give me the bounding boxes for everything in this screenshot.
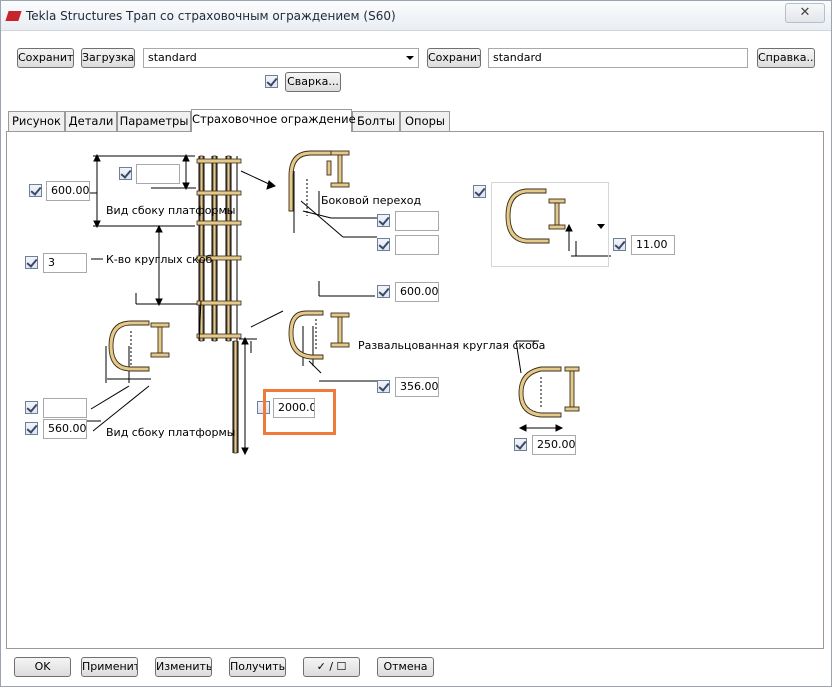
close-button[interactable]: ✕	[785, 3, 825, 23]
f600-mid-field[interactable]: 600.00	[395, 282, 439, 302]
label-side-view-top: Вид сбоку платформы	[106, 204, 236, 217]
save-as-button[interactable]: Сохранить как	[427, 48, 481, 68]
trans2-checkbox[interactable]	[377, 238, 390, 251]
window-title: Tekla Structures Трап со страховочным ог…	[26, 9, 396, 23]
top-blank-field[interactable]	[136, 164, 180, 184]
label-round-count: К-во круглых скоб	[106, 253, 213, 266]
highlight-box	[263, 389, 336, 435]
label-side-view-bottom: Вид сбоку платформы	[106, 426, 236, 439]
tab-supports[interactable]: Опоры	[400, 111, 450, 131]
preview-image-frame	[491, 182, 609, 267]
trans1-field[interactable]	[395, 211, 439, 231]
f356-field[interactable]: 356.00	[395, 377, 439, 397]
f560-field[interactable]: 560.00	[43, 419, 87, 439]
help-button[interactable]: Справка...	[757, 48, 815, 68]
tab-picture[interactable]: Рисунок	[8, 111, 65, 131]
top-blank-checkbox[interactable]	[119, 167, 132, 180]
ok-button[interactable]: OK	[14, 657, 71, 677]
tab-parts[interactable]: Детали	[65, 111, 117, 131]
label-side-transition: Боковой переход	[321, 194, 422, 207]
f250-checkbox[interactable]	[514, 438, 527, 451]
tab-parameters[interactable]: Параметры	[117, 111, 191, 131]
get-button[interactable]: Получить	[229, 657, 286, 677]
f2000-field[interactable]: 2000.00	[273, 398, 315, 418]
weld-button[interactable]: Сварка...	[285, 72, 341, 92]
modify-button[interactable]: Изменить	[155, 657, 212, 677]
f560-checkbox[interactable]	[25, 422, 38, 435]
bottom-blank-checkbox[interactable]	[25, 401, 38, 414]
f356-checkbox[interactable]	[377, 380, 390, 393]
bottom-blank-field[interactable]	[43, 398, 87, 418]
save-button[interactable]: Сохранить	[17, 48, 74, 68]
count-checkbox[interactable]	[25, 256, 38, 269]
apply-button[interactable]: Применить	[81, 657, 138, 677]
trans2-field[interactable]	[395, 235, 439, 255]
preset-combo-value: standard	[148, 51, 197, 64]
f250-field[interactable]: 250.00	[532, 435, 576, 455]
f11-field[interactable]: 11.00	[631, 235, 675, 255]
count-field[interactable]: 3	[43, 253, 87, 273]
f600-mid-checkbox[interactable]	[377, 285, 390, 298]
chevron-down-icon	[406, 56, 414, 60]
weld-checkbox[interactable]	[265, 75, 278, 88]
toggle-all-button[interactable]: ✓ / ☐	[303, 657, 360, 677]
trans1-checkbox[interactable]	[377, 214, 390, 227]
tab-safety-cage[interactable]: Страховочное ограждение	[191, 109, 356, 132]
f600-left-checkbox[interactable]	[29, 184, 42, 197]
save-as-name-field[interactable]: standard	[488, 48, 748, 68]
preview-checkbox[interactable]	[473, 185, 486, 198]
f11-checkbox[interactable]	[613, 238, 626, 251]
cancel-button[interactable]: Отмена	[377, 657, 434, 677]
title-bar: Tekla Structures Трап со страховочным ог…	[1, 1, 831, 31]
load-button[interactable]: Загрузка	[81, 48, 135, 68]
tab-bolts[interactable]: Болты	[352, 111, 400, 131]
preset-combo[interactable]: standard	[143, 48, 419, 68]
f600-left-field[interactable]: 600.00	[46, 181, 90, 201]
label-flared-round: Развальцованная круглая скоба	[358, 339, 546, 352]
